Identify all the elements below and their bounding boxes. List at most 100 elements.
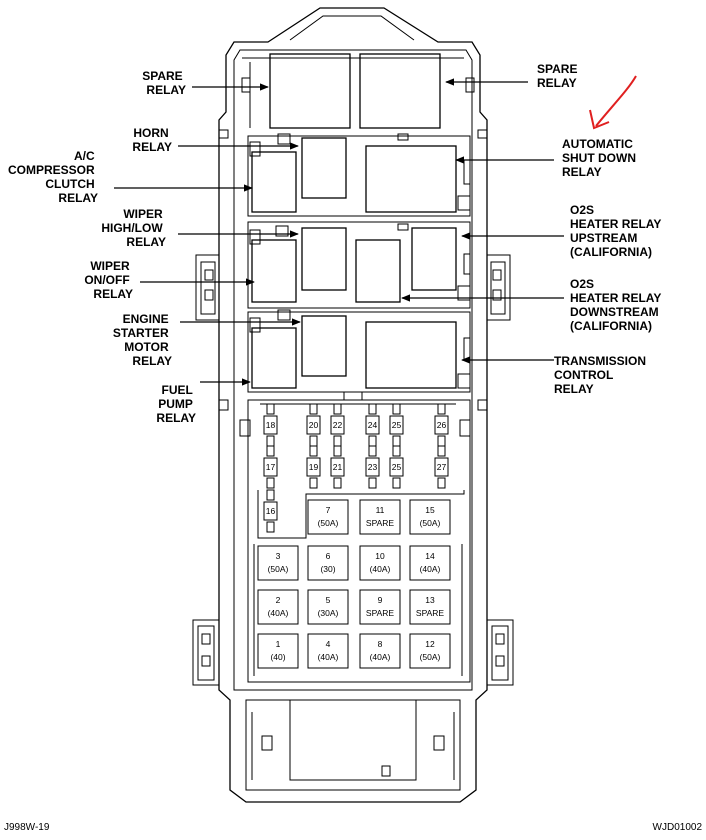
mini-fuse-label: 24 bbox=[368, 420, 378, 430]
maxi-fuse-rating: (40A) bbox=[420, 564, 441, 574]
maxi-fuse-rating: (30A) bbox=[318, 608, 339, 618]
fuse-box-housing bbox=[192, 7, 514, 803]
maxi-fuse-number: 4 bbox=[326, 639, 331, 649]
annotation-arrow bbox=[589, 75, 637, 130]
label-horn-relay: HORN RELAY bbox=[132, 126, 172, 154]
mini-fuse-18: 18 bbox=[263, 403, 278, 447]
maxi-fuse-number: 13 bbox=[425, 595, 435, 605]
maxi-fuse-rating: SPARE bbox=[416, 608, 445, 618]
mini-fuse-22: 22 bbox=[330, 403, 345, 447]
maxi-fuse-8: 8 (40A) bbox=[359, 633, 401, 669]
label-engine-starter-motor-relay: ENGINE STARTER MOTOR RELAY bbox=[113, 312, 172, 368]
maxi-fuse-group: 7(50A)11SPARE15(50A)3(50A)6(30)10(40A)14… bbox=[257, 499, 451, 669]
mini-fuse-label: 17 bbox=[266, 462, 276, 472]
maxi-fuse-12: 12 (50A) bbox=[409, 633, 451, 669]
maxi-fuse-number: 1 bbox=[276, 639, 281, 649]
figure-code-left: J998W-19 bbox=[4, 822, 50, 833]
maxi-fuse-number: 12 bbox=[425, 639, 435, 649]
maxi-fuse-rating: (50A) bbox=[420, 652, 441, 662]
maxi-fuse-15: 15(50A) bbox=[409, 499, 451, 535]
mini-fuse-label: 26 bbox=[437, 420, 447, 430]
spare-relay-right bbox=[359, 53, 441, 129]
mini-fuse-label: 18 bbox=[266, 420, 276, 430]
mini-fuse-label: 25 bbox=[392, 420, 402, 430]
relay-bays bbox=[241, 53, 475, 401]
maxi-fuse-number: 5 bbox=[326, 595, 331, 605]
o2s-heater-relay-upstream bbox=[411, 227, 457, 291]
maxi-fuse-number: 6 bbox=[326, 551, 331, 561]
mini-fuse-label: 23 bbox=[368, 462, 378, 472]
maxi-fuse-number: 15 bbox=[425, 505, 435, 515]
maxi-fuse-rating: (30) bbox=[320, 564, 335, 574]
mini-fuse-21: 21 bbox=[330, 445, 345, 489]
fuse-section bbox=[239, 399, 471, 683]
transmission-control-relay bbox=[365, 321, 457, 389]
label-automatic-shut-down-relay: AUTOMATIC SHUT DOWN RELAY bbox=[562, 137, 639, 179]
mini-fuse-27: 27 bbox=[434, 445, 449, 489]
fuel-pump-relay bbox=[251, 327, 297, 389]
spare-relay-left bbox=[269, 53, 351, 129]
automatic-shut-down-relay bbox=[365, 145, 457, 213]
mini-fuse-label: 20 bbox=[309, 420, 319, 430]
mini-fuse-23: 23 bbox=[365, 445, 380, 489]
label-wiper-high-low-relay: WIPER HIGH/LOW RELAY bbox=[101, 207, 166, 249]
maxi-fuse-rating: (40) bbox=[270, 652, 285, 662]
relay-labels: SPARE RELAY SPARE RELAY HORN RELAY A/C C… bbox=[8, 62, 664, 425]
mini-fuse-19: 19 bbox=[306, 445, 321, 489]
horn-relay bbox=[301, 137, 347, 199]
maxi-fuse-14: 14 (40A) bbox=[409, 545, 451, 581]
mini-fuse-26: 26 bbox=[434, 403, 449, 447]
maxi-fuse-number: 11 bbox=[376, 505, 385, 515]
maxi-fuse-3: 3 (50A) bbox=[257, 545, 299, 581]
figure-code-right: WJD01002 bbox=[653, 822, 703, 833]
mini-fuse-label: 25 bbox=[392, 462, 402, 472]
maxi-fuse-6: 6 (30) bbox=[307, 545, 349, 581]
leader-lines bbox=[114, 78, 564, 386]
label-o2s-heater-relay-upstream: O2S HEATER RELAY UPSTREAM (CALIFORNIA) bbox=[570, 203, 664, 259]
maxi-fuse-rating: SPARE bbox=[366, 518, 395, 528]
mini-fuse-17: 17 bbox=[263, 445, 278, 489]
o2s-heater-relay-downstream bbox=[355, 239, 401, 303]
mini-fuse-16: 16 bbox=[263, 489, 278, 533]
maxi-fuse-rating: (40A) bbox=[268, 608, 289, 618]
maxi-fuse-number: 3 bbox=[276, 551, 281, 561]
label-o2s-heater-relay-downstream: O2S HEATER RELAY DOWNSTREAM (CALIFORNIA) bbox=[570, 277, 664, 333]
maxi-fuse-number: 9 bbox=[378, 595, 383, 605]
maxi-fuse-5: 5 (30A) bbox=[307, 589, 349, 625]
mini-fuse-label: 16 bbox=[266, 506, 276, 516]
maxi-fuse-7: 7(50A) bbox=[307, 499, 349, 535]
mini-fuse-group: 18 20 22 24 25 26 17 19 21 23 25 27 16 bbox=[263, 403, 449, 533]
maxi-fuse-2: 2(40A) bbox=[257, 589, 299, 625]
maxi-fuse-number: 10 bbox=[375, 551, 385, 561]
wiper-on-off-relay bbox=[251, 239, 297, 303]
mini-fuse-20: 20 bbox=[306, 403, 321, 447]
mini-fuse-label: 19 bbox=[309, 462, 319, 472]
mini-fuse-label: 27 bbox=[437, 462, 447, 472]
maxi-fuse-4: 4 (40A) bbox=[307, 633, 349, 669]
maxi-fuse-number: 8 bbox=[378, 639, 383, 649]
mini-fuse-25: 25 bbox=[389, 445, 404, 489]
maxi-fuse-rating: (40A) bbox=[318, 652, 339, 662]
maxi-fuse-number: 14 bbox=[425, 551, 435, 561]
maxi-fuse-rating: (40A) bbox=[370, 564, 391, 574]
label-wiper-on-off-relay: WIPER ON/OFF RELAY bbox=[84, 259, 133, 301]
maxi-fuse-10: 10 (40A) bbox=[359, 545, 401, 581]
maxi-fuse-rating: (40A) bbox=[370, 652, 391, 662]
label-spare-relay-right: SPARE RELAY bbox=[537, 62, 581, 90]
engine-starter-motor-relay bbox=[301, 315, 347, 377]
mini-fuse-label: 21 bbox=[333, 462, 343, 472]
maxi-fuse-1: 1 (40) bbox=[257, 633, 299, 669]
ac-compressor-clutch-relay bbox=[251, 151, 297, 213]
label-ac-compressor-clutch-relay: A/C COMPRESSOR CLUTCH RELAY bbox=[8, 149, 98, 205]
mini-fuse-label: 22 bbox=[333, 420, 343, 430]
label-transmission-control-relay: TRANSMISSION CONTROL RELAY bbox=[554, 354, 649, 396]
mini-fuse-24: 24 bbox=[365, 403, 380, 447]
maxi-fuse-rating: SPARE bbox=[366, 608, 395, 618]
mini-fuse-25: 25 bbox=[389, 403, 404, 447]
maxi-fuse-rating: (50A) bbox=[268, 564, 289, 574]
maxi-fuse-number: 7 bbox=[326, 505, 331, 515]
